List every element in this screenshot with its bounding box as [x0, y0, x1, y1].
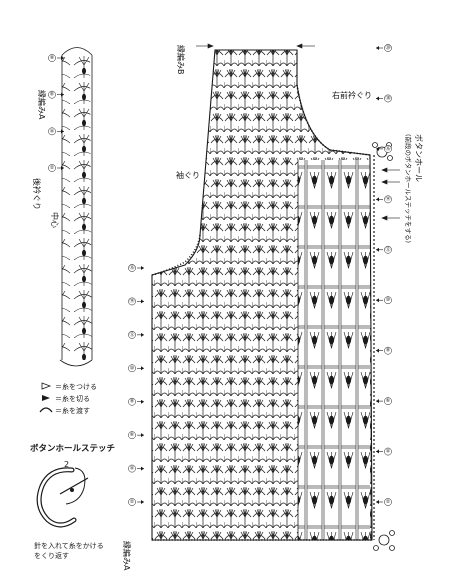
- row-back-arrowhead: [61, 166, 64, 170]
- row-left-arrowhead: [141, 399, 144, 404]
- row-right-arrowhead: [376, 500, 379, 504]
- row-right-arrowhead: [376, 96, 379, 101]
- row-left-arrowhead: [141, 266, 144, 270]
- row-right-circle: [384, 44, 392, 52]
- back-row-numbers: ⑧ ⑥ ④ ②: [48, 54, 64, 172]
- legend-join-yarn: ＝糸をつける: [55, 382, 97, 391]
- corner-motif-bottom: [373, 530, 395, 551]
- row-right-circle: [384, 447, 392, 456]
- carry-yarn-icon: [39, 407, 53, 413]
- row-left-circle: [128, 431, 136, 439]
- row-right-label: ⑧: [386, 348, 391, 354]
- legend-cut-yarn: ＝糸を切る: [55, 394, 90, 403]
- row-back-label: ②: [50, 165, 55, 171]
- front-body-chart: [151, 49, 375, 541]
- cut-yarn-icon: [42, 395, 50, 401]
- arrow-top: [196, 43, 315, 49]
- row-numbers-left: ⑯ ⑭ ⑫ ⑩ ⑧ ⑥ ④ ②: [128, 264, 144, 506]
- row-left-label: ⑯: [129, 264, 134, 271]
- back-neck-strip: [59, 47, 93, 367]
- row-back-circle: [48, 127, 56, 136]
- row-left-label: ②: [130, 499, 135, 505]
- row-left-circle: [128, 297, 136, 306]
- label-buttonhole-2: (前段のボタンホールステッチをする): [404, 134, 413, 243]
- label-edge-stitch-b: 縁編みB: [176, 45, 186, 75]
- row-right-label: ⑯: [385, 145, 390, 152]
- row-right-arrowhead: [376, 247, 379, 252]
- row-left-label: ④: [130, 466, 135, 472]
- label-right-front-neck: 右前衿ぐり: [332, 90, 372, 100]
- buttonhole-stitch-title: ボタンホールステッチ: [30, 443, 115, 454]
- row-left-label: ⑫: [129, 331, 134, 338]
- row-right-label: ⑳: [385, 44, 390, 51]
- caption-line-1: 針を入れて糸をかける: [34, 541, 104, 550]
- row-right-label: ⑭: [385, 195, 390, 202]
- row-right-arrowhead: [376, 449, 379, 454]
- row-right-circle: [384, 245, 392, 254]
- row-back-arrowhead: [61, 129, 64, 134]
- row-right-label: ⑱: [385, 94, 390, 101]
- row-back-label: ⑧: [50, 55, 55, 61]
- label-center: 中心: [50, 212, 60, 228]
- buttonhole-arrows: [381, 167, 400, 221]
- row-back-arrowhead: [61, 56, 64, 60]
- row-left-circle: [128, 397, 136, 406]
- row-back-label: ⑥: [50, 92, 55, 98]
- row-back-circle: [48, 54, 56, 62]
- join-yarn-icon: [41, 382, 52, 390]
- row-left-label: ⑧: [130, 399, 135, 405]
- row-left-arrowhead: [141, 366, 144, 371]
- row-left-arrowhead: [141, 332, 144, 337]
- row-back-arrowhead: [61, 92, 64, 97]
- row-right-circle: [384, 296, 392, 305]
- row-numbers-right: ⑳ ⑱ ⑯ ⑭ ⑫ ⑩ ⑧ ⑥ ④ ②: [376, 44, 392, 506]
- row-right-arrowhead: [376, 399, 379, 404]
- row-right-label: ⑫: [385, 246, 390, 253]
- row-right-label: ⑩: [386, 297, 391, 303]
- label-edge-stitch-a-bottom: 縁編みA: [122, 541, 132, 571]
- row-back-label: ④: [50, 128, 55, 134]
- row-left-circle: [128, 498, 136, 506]
- row-right-label: ④: [386, 449, 391, 455]
- row-left-circle: [128, 331, 136, 339]
- row-right-arrowhead: [376, 348, 379, 353]
- buttonhole-stitch-illustration: [36, 467, 89, 528]
- caption-line-2: をくり返す: [34, 552, 69, 560]
- row-left-label: ⑥: [130, 432, 135, 438]
- row-left-arrowhead: [141, 500, 144, 504]
- row-right-arrowhead: [376, 46, 379, 50]
- row-right-arrowhead: [376, 197, 379, 202]
- row-right-circle: [384, 195, 392, 204]
- row-back-circle: [48, 90, 56, 99]
- row-left-circle: [128, 264, 136, 272]
- row-right-circle: [384, 397, 392, 405]
- row-left-arrowhead: [141, 466, 144, 471]
- row-left-label: ⑩: [130, 365, 135, 371]
- row-left-circle: [128, 464, 136, 473]
- label-armhole: 袖ぐり: [176, 170, 200, 180]
- row-left-arrowhead: [141, 433, 144, 438]
- row-left-circle: [128, 364, 136, 373]
- label-back-neck: 後衿ぐり: [32, 178, 42, 210]
- row-left-label: ⑭: [129, 297, 134, 304]
- row-right-label: ②: [386, 499, 391, 505]
- row-right-label: ⑥: [386, 398, 391, 404]
- row-right-circle: [384, 145, 392, 153]
- row-right-arrowhead: [376, 298, 379, 303]
- legend-carry-yarn: ＝糸を渡す: [55, 406, 90, 415]
- label-buttonhole-1: ボタンホール: [414, 134, 423, 182]
- label-edge-stitch-a-left: 縁編みA: [37, 90, 47, 120]
- row-right-circle: [384, 498, 392, 506]
- legend: ＝糸をつける ＝糸を切る ＝糸を渡す: [39, 382, 97, 415]
- hole-label: 2: [64, 460, 69, 469]
- row-right-arrowhead: [376, 146, 379, 151]
- row-back-circle: [48, 164, 56, 172]
- row-left-arrowhead: [141, 299, 144, 304]
- row-right-circle: [384, 346, 392, 355]
- row-right-circle: [384, 94, 392, 103]
